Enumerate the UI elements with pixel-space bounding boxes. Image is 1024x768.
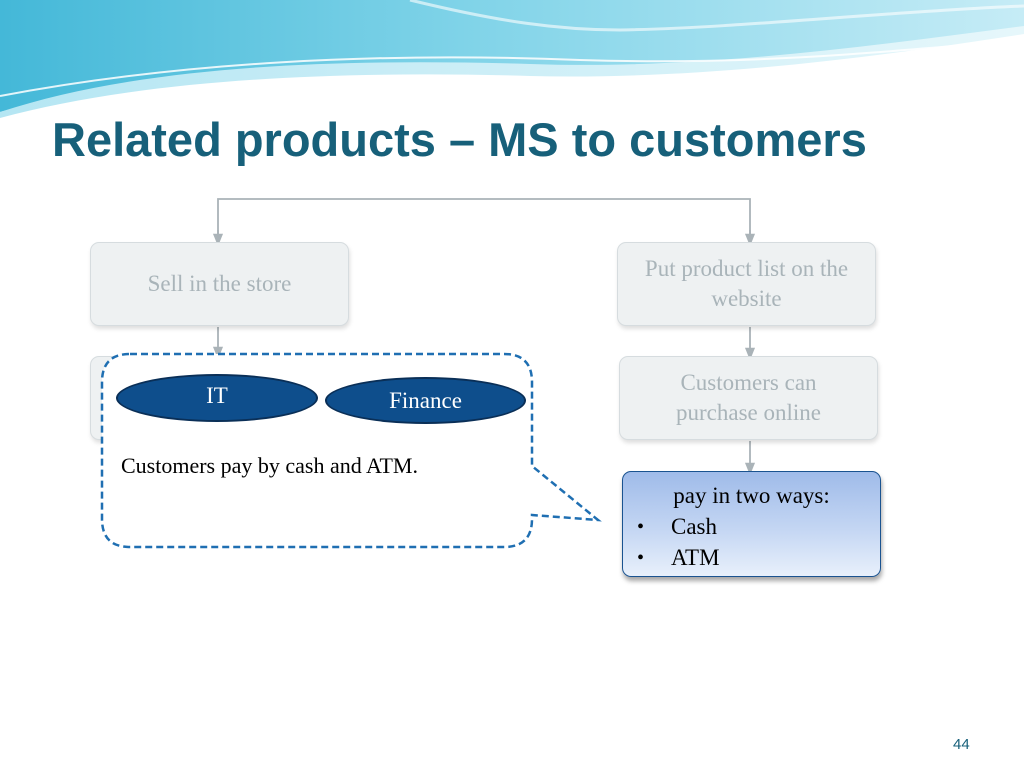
sell-in-store-label: Sell in the store: [147, 271, 292, 296]
connector-split: [212, 198, 756, 247]
header-wave-decoration: [0, 0, 1024, 118]
purchase-online-box: Customers can purchase online: [619, 356, 878, 440]
bullet-icon: •: [637, 546, 645, 569]
product-list-website-label: Put product list on the website: [644, 256, 849, 311]
tag-finance: Finance: [325, 377, 526, 424]
callout-text: Customers pay by cash and ATM.: [121, 453, 418, 478]
payment-ways-box: pay in two ways: • Cash • ATM: [622, 471, 881, 577]
payment-way-label: Cash: [671, 513, 717, 539]
page-number: 44: [953, 736, 970, 753]
payment-ways-title: pay in two ways:: [673, 483, 830, 508]
payment-ways-list: • Cash • ATM: [623, 511, 880, 573]
payment-way-item: • Cash: [637, 511, 880, 542]
product-list-website-box: Put product list on the website: [617, 242, 876, 326]
payment-way-label: ATM: [671, 544, 720, 570]
slide-title: Related products – MS to customers: [52, 113, 867, 166]
purchase-online-label: Customers can purchase online: [676, 370, 821, 425]
tag-it-label: IT: [206, 383, 228, 408]
tag-it: IT: [116, 374, 318, 422]
payment-way-item: • ATM: [637, 542, 880, 573]
sell-in-store-box: Sell in the store: [90, 242, 349, 326]
bullet-icon: •: [637, 515, 645, 538]
tag-finance-label: Finance: [389, 387, 462, 413]
